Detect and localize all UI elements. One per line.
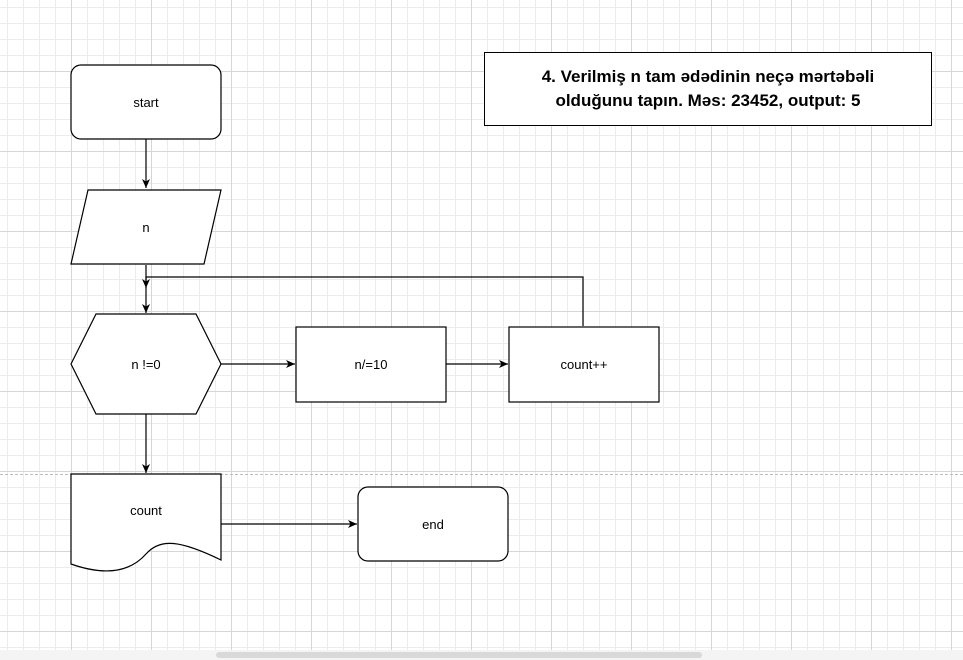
edges [142,139,584,528]
edge-increment-loop-back [142,276,584,326]
start-node-label: start [133,94,159,110]
scrollbar-thumb[interactable] [216,652,702,658]
input-node-label: n [142,219,150,235]
page-break-line [0,474,963,475]
start-node[interactable] [70,64,222,140]
horizontal-scrollbar[interactable] [0,650,963,660]
task-title-box[interactable]: 4. Verilmiş n tam ədədinin neçə mərtəbəl… [484,52,932,126]
condition-node-label: n !=0 [131,356,161,372]
output-node[interactable] [70,473,222,572]
increment-node-label: count++ [560,357,608,372]
task-title-text: 4. Verilmiş n tam ədədinin neçə mərtəbəl… [541,67,875,110]
divide-node[interactable] [295,326,447,403]
condition-node[interactable] [70,313,222,415]
end-node[interactable] [357,486,509,562]
divide-node-label: n/=10 [354,357,388,372]
increment-node[interactable] [508,326,660,403]
output-node-label: count [130,502,162,518]
input-node[interactable] [70,189,222,265]
end-node-label: end [422,516,444,532]
